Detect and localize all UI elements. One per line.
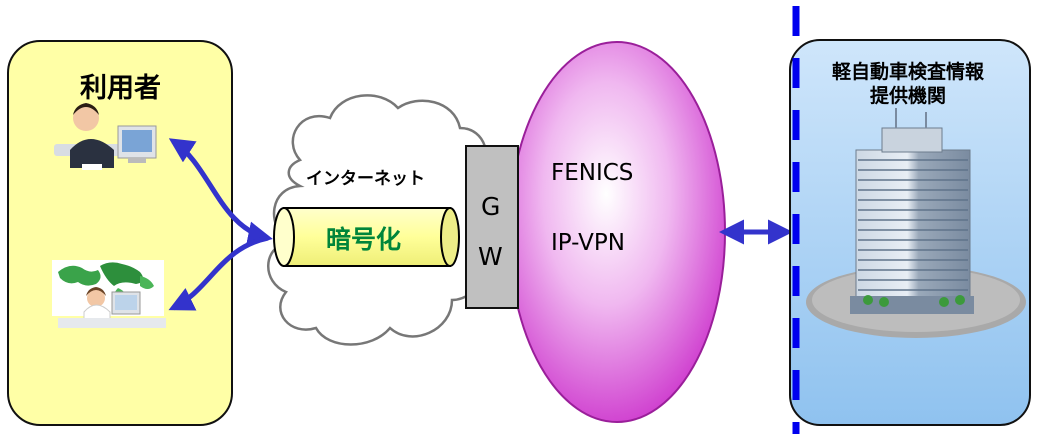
organization-title: 軽自動車検査情報 提供機関 bbox=[798, 60, 1018, 108]
gateway-label-line2: W bbox=[478, 242, 503, 271]
user-to-tunnel-arrow-upper bbox=[168, 138, 273, 247]
gateway-box bbox=[465, 145, 519, 309]
building-icon bbox=[806, 108, 1026, 338]
network-label-line1: FENICS bbox=[551, 160, 634, 186]
user-with-world-map-icon bbox=[52, 260, 166, 328]
user-to-tunnel-arrow-lower bbox=[168, 235, 269, 311]
gateway-label-line1: G bbox=[481, 192, 501, 221]
encryption-label: 暗号化 bbox=[326, 225, 402, 254]
organization-title-line2: 提供機関 bbox=[869, 85, 946, 107]
encryption-tunnel bbox=[273, 207, 460, 267]
organization-title-line1: 軽自動車検査情報 bbox=[831, 61, 984, 83]
network-label-line2: IP-VPN bbox=[551, 230, 625, 256]
users-panel-title: 利用者 bbox=[80, 73, 161, 104]
user-at-computer-icon bbox=[54, 103, 157, 170]
internet-label: インターネット bbox=[306, 169, 425, 189]
